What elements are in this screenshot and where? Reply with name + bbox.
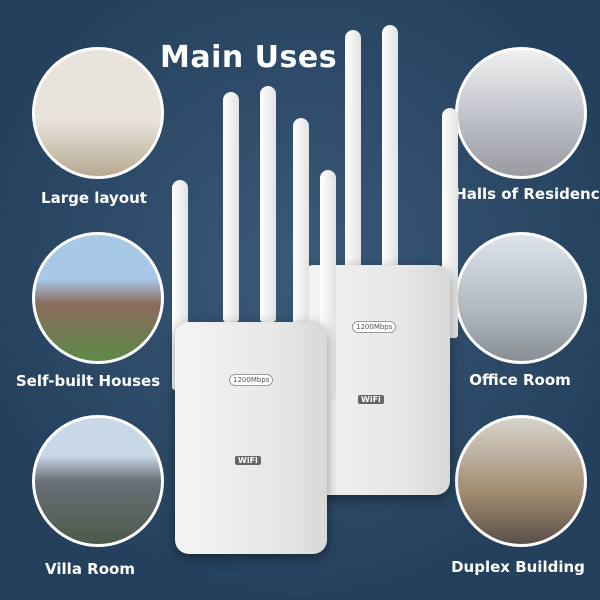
label-villa-room: Villa Room — [45, 560, 135, 578]
image-office-room — [455, 232, 587, 364]
wifi-badge: WiFi — [235, 456, 261, 465]
page-title: Main Uses — [160, 40, 338, 75]
label-halls-of-residence: Halls of Residence — [454, 185, 600, 203]
speed-label: 1200Mbps — [229, 374, 274, 386]
image-villa-room — [32, 415, 164, 547]
antenna — [382, 25, 398, 270]
antenna — [345, 30, 361, 270]
label-office-room: Office Room — [469, 371, 571, 389]
wifi-extender-front: 1200Mbps WiFi — [175, 322, 327, 554]
wifi-badge: WiFi — [358, 395, 384, 404]
speed-label: 1200Mbps — [352, 321, 397, 333]
label-large-layout: Large layout — [41, 189, 147, 207]
antenna — [293, 118, 309, 328]
label-duplex-building: Duplex Building — [451, 558, 585, 576]
image-self-built-houses — [32, 232, 164, 364]
image-halls-of-residence — [455, 47, 587, 179]
antenna — [260, 86, 276, 322]
antenna — [223, 92, 239, 322]
label-self-built-houses: Self-built Houses — [15, 372, 161, 390]
image-duplex-building — [455, 415, 587, 547]
image-large-layout — [32, 47, 164, 179]
